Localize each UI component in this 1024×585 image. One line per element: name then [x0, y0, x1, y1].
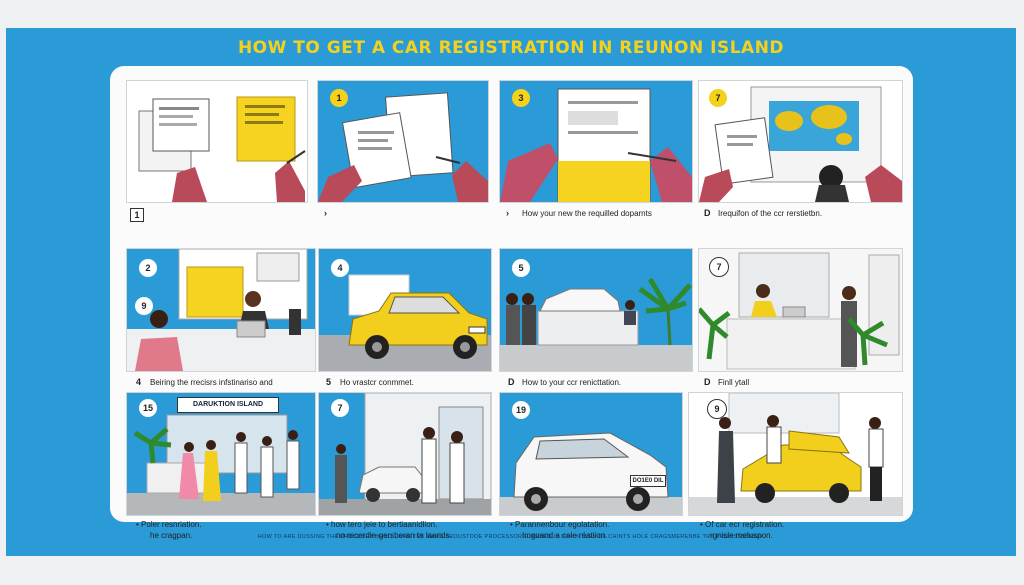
step-caption: no recerdie-gersberan te laarids. — [336, 531, 452, 540]
step-badge: 1 — [330, 89, 348, 107]
step-caption: • Parannenbour egolatation. — [510, 520, 610, 529]
panel-11: 19 DO1E0 DIL — [499, 392, 683, 516]
documents-illustration — [318, 92, 488, 202]
footer-text: HOW TO ARE DUSSING THE PROCEDET OHNO UNR… — [257, 534, 765, 540]
map-illustration — [699, 86, 902, 202]
step-badge: 7 — [709, 89, 727, 107]
poster-title: HOW TO GET A CAR REGISTRATION IN REUNON … — [237, 38, 785, 58]
step-badge: 9 — [707, 399, 727, 419]
caption-line: Parannenbour egolatation. — [515, 520, 610, 529]
step-badge: 19 — [512, 401, 530, 419]
step-number: 5 — [326, 377, 332, 387]
poster: HOW TO GET A CAR REGISTRATION IN REUNON … — [6, 28, 1016, 556]
panel-4: 7 — [698, 80, 903, 203]
step-caption: How to your ccr renicttation. — [522, 378, 622, 387]
office-sign: DARUKTION ISLAND — [177, 397, 279, 413]
step-number: D — [508, 377, 515, 387]
panel-9: 15 DARUKTION ISLAND — [126, 392, 316, 516]
step-number: › — [506, 208, 509, 218]
step-caption: he cragpan. — [150, 531, 193, 540]
step-caption: • Poler resnriation. — [136, 520, 202, 529]
step-badge: 5 — [512, 259, 530, 277]
office-entrance-illustration — [319, 393, 491, 515]
step-badge: 3 — [512, 89, 530, 107]
step-badge: 4 — [331, 259, 349, 277]
car-handover-illustration — [689, 393, 902, 515]
step-caption: Finll ytall — [718, 378, 750, 387]
step-number: D — [704, 377, 711, 387]
caption-line: Poler resnriation. — [141, 520, 202, 529]
step-caption: • how tero jeie to bertiaanidlion. — [326, 520, 438, 529]
panel-7: 5 — [499, 248, 693, 372]
panel-5: 2 9 — [126, 248, 316, 372]
panel-8: 7 — [698, 248, 903, 372]
panel-1 — [126, 80, 308, 203]
panel-10: 7 — [318, 392, 492, 516]
step-caption: rgnisle meluspon. — [710, 531, 773, 540]
panel-6: 4 — [318, 248, 492, 372]
panel-2: 1 — [317, 80, 489, 203]
step-number: 4 — [136, 377, 142, 387]
step-badge: 15 — [139, 399, 157, 417]
registration-office-illustration — [699, 252, 900, 370]
white-car-illustration — [500, 432, 682, 515]
step-caption: Irequifon of the ccr rerstietbn. — [718, 209, 823, 218]
office-desk-illustration — [127, 249, 315, 371]
caption-line: Of car ecr registration. — [705, 520, 785, 529]
step-number: D — [704, 208, 711, 218]
step-badge: 9 — [135, 297, 153, 315]
step-badge: 7 — [331, 399, 349, 417]
step-number-box: 1 — [130, 208, 144, 222]
office-queue-illustration — [127, 414, 315, 515]
license-plate: DO1E0 DIL — [630, 475, 666, 487]
caption-line: how tero jeie to bertiaanidlion. — [331, 520, 438, 529]
yellow-car-illustration — [319, 274, 491, 371]
yellow-form-illustration — [500, 88, 692, 202]
step-caption: Beiring the rrecisrs infstinariso and — [150, 378, 273, 387]
step-caption: Ho vrastcr conmmet. — [340, 378, 414, 387]
step-caption: How your new the requilled doparnts — [522, 209, 652, 218]
step-caption: Imguand a cale réatiion. — [522, 531, 608, 540]
panel-12: 9 — [688, 392, 903, 516]
step-number: › — [324, 208, 327, 218]
step-caption: • Of car ecr registration. — [700, 520, 785, 529]
step-badge: 2 — [139, 259, 157, 277]
forms-illustration — [138, 96, 306, 202]
panel-3: 3 — [499, 80, 693, 203]
dealership-illustration — [500, 277, 692, 371]
instruction-board: 1 3 7 — [110, 66, 913, 540]
step-badge: 7 — [709, 257, 729, 277]
